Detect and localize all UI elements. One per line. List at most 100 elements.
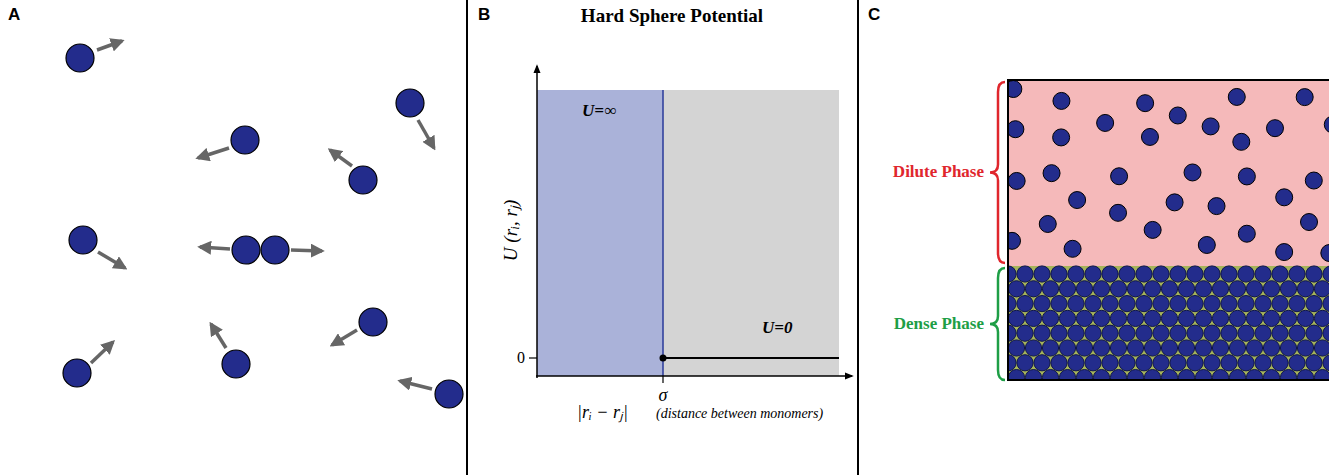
- dense-particle: [1263, 281, 1279, 297]
- dense-particle: [1119, 296, 1135, 312]
- dense-particle: [1034, 296, 1050, 312]
- dilute-particle: [1069, 192, 1086, 209]
- dilute-particle: [1202, 118, 1219, 135]
- dense-particle: [1144, 340, 1160, 356]
- dense-particle: [1161, 340, 1177, 356]
- dense-particle: [1297, 281, 1313, 297]
- velocity-arrow: [330, 150, 352, 166]
- dense-particle: [1195, 370, 1211, 381]
- panel-letter: C: [868, 6, 880, 25]
- dense-particle: [1280, 281, 1296, 297]
- dense-particle: [1008, 266, 1016, 282]
- dense-particle: [1136, 355, 1152, 371]
- tick-label: 0: [517, 349, 525, 367]
- dilute-particle: [1166, 194, 1183, 211]
- velocity-arrow: [291, 250, 322, 251]
- dense-particle: [1025, 340, 1041, 356]
- particle: [396, 89, 424, 117]
- region-label: U=∞: [582, 102, 616, 121]
- dense-particle: [1178, 281, 1194, 297]
- dense-particle: [1263, 310, 1279, 326]
- dense-particle: [1051, 266, 1067, 282]
- dense-particle: [1238, 266, 1254, 282]
- dense-particle: [1017, 325, 1033, 341]
- dense-particle: [1085, 355, 1101, 371]
- dense-particle: [1306, 296, 1322, 312]
- dilute-particle: [1305, 172, 1322, 189]
- dense-particle: [1068, 296, 1084, 312]
- potential-wall: [662, 90, 664, 376]
- dense-particle: [1102, 325, 1118, 341]
- dense-particle: [1187, 325, 1203, 341]
- dense-particle: [1093, 340, 1109, 356]
- dense-particle: [1178, 310, 1194, 326]
- phase-label: Dense Phase: [894, 315, 984, 334]
- dense-particle: [1280, 370, 1296, 381]
- dilute-particle: [1184, 164, 1201, 181]
- phase-label: Dilute Phase: [893, 163, 984, 182]
- dense-particle: [1102, 355, 1118, 371]
- dense-particle: [1059, 281, 1075, 297]
- dense-particle: [1314, 281, 1329, 297]
- dense-particle: [1255, 325, 1271, 341]
- dilute-particle: [1097, 114, 1114, 131]
- dense-particle: [1289, 266, 1305, 282]
- dilute-particle: [1266, 120, 1283, 137]
- dense-particle: [1204, 296, 1220, 312]
- dense-particle: [1008, 310, 1024, 326]
- dilute-particle: [1111, 168, 1128, 185]
- panel-letter: B: [478, 6, 490, 25]
- dense-particle: [1102, 296, 1118, 312]
- velocity-arrow: [200, 247, 230, 249]
- x-axis: [536, 375, 852, 377]
- dense-particle: [1195, 340, 1211, 356]
- panel-title: Hard Sphere Potential: [581, 6, 763, 27]
- dense-particle: [1017, 355, 1033, 371]
- dense-particle: [1255, 355, 1271, 371]
- dense-particle: [1263, 340, 1279, 356]
- dense-particle: [1323, 266, 1329, 282]
- dense-particle: [1297, 310, 1313, 326]
- dense-particle: [1017, 266, 1033, 282]
- dense-particle: [1076, 281, 1092, 297]
- dense-particle: [1085, 266, 1101, 282]
- dense-particle: [1229, 281, 1245, 297]
- dense-particle: [1187, 296, 1203, 312]
- dilute-particle: [1144, 221, 1161, 238]
- phase-box: [1008, 80, 1329, 380]
- dense-particle: [1144, 310, 1160, 326]
- dense-particle: [1306, 325, 1322, 341]
- velocity-arrow: [198, 148, 229, 158]
- phase-box-outline: [1008, 80, 1329, 380]
- dense-particle: [1127, 370, 1143, 381]
- dense-particle: [1246, 281, 1262, 297]
- dense-particle: [1314, 340, 1329, 356]
- particle: [69, 226, 97, 254]
- dense-particle: [1102, 266, 1118, 282]
- dense-particle: [1068, 355, 1084, 371]
- dense-particle: [1093, 310, 1109, 326]
- particle: [63, 359, 91, 387]
- dense-particle: [1289, 296, 1305, 312]
- dense-particle: [1221, 266, 1237, 282]
- dense-particle: [1136, 266, 1152, 282]
- dense-particle: [1119, 266, 1135, 282]
- axis-tick: [662, 376, 663, 383]
- dilute-particle: [1043, 165, 1060, 182]
- dense-particle: [1272, 296, 1288, 312]
- dense-particle: [1204, 355, 1220, 371]
- dense-particle: [1127, 281, 1143, 297]
- dense-particle: [1085, 325, 1101, 341]
- dense-particle: [1246, 370, 1262, 381]
- dense-particle: [1059, 370, 1075, 381]
- dilute-particle: [1233, 133, 1250, 150]
- tick-label: σ: [659, 386, 668, 406]
- potential-line: [663, 357, 839, 359]
- dense-particle: [1323, 325, 1329, 341]
- dilute-particle: [1110, 204, 1127, 221]
- dense-particle: [1042, 310, 1058, 326]
- dense-particle: [1034, 266, 1050, 282]
- dense-particle: [1153, 266, 1169, 282]
- dilute-particle: [1296, 89, 1313, 106]
